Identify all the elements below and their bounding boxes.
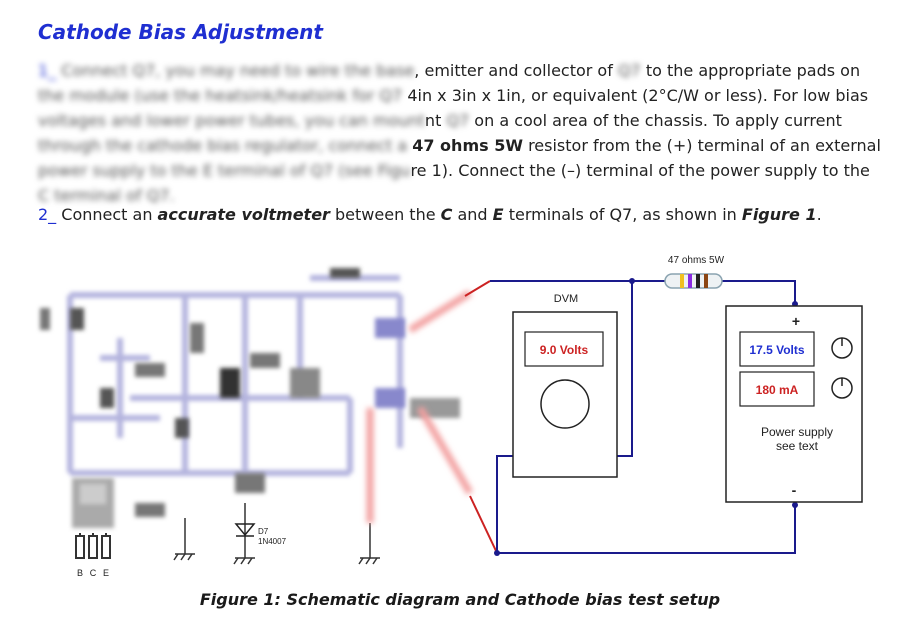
page-title: Cathode Bias Adjustment: [38, 20, 323, 44]
figure-caption: Figure 1: Schematic diagram and Cathode …: [199, 590, 721, 609]
blurred-text: Connect Q7, you may need to wire the bas…: [61, 61, 415, 80]
psu-label: Power supply: [761, 425, 833, 439]
step-1-text: re 1). Connect the (–) terminal of the p…: [410, 161, 870, 180]
step-1-paragraph: 1_ Connect Q7, you may need to wire the …: [38, 58, 900, 208]
blurred-text: Q7: [617, 61, 641, 80]
pin-label-e: E: [103, 568, 109, 578]
step-1-text: to the appropriate pads on: [640, 61, 861, 80]
terminal-e: E: [492, 205, 504, 224]
blurred-schematic: [67, 275, 403, 476]
power-supply: + 17.5 Volts 180 mA Power supply see tex…: [725, 305, 863, 503]
step-1-text: 4in x 3in x 1in, or equivalent (2°C/W or…: [407, 86, 869, 105]
ground-symbols: [173, 503, 380, 565]
dvm-meter: DVM 9.0 Volts: [512, 293, 618, 478]
diode-name: D7: [258, 527, 269, 536]
pink-highlights: [366, 290, 474, 523]
dvm-reading: 9.0 Volts: [540, 343, 589, 357]
pin-label-b: B: [77, 568, 83, 578]
step-2-text: terminals of Q7, as shown in: [503, 205, 742, 224]
blurred-text: Q7: [446, 111, 470, 130]
diode-d7: D7 1N4007: [234, 523, 287, 546]
terminal-c: C: [440, 205, 453, 224]
blurred-text: C terminal of Q7.: [38, 186, 175, 205]
blurred-text: through the cathode bias regulator, conn…: [38, 136, 408, 155]
minus-terminal: -: [792, 482, 797, 498]
dvm-label: DVM: [554, 293, 578, 305]
plus-terminal: +: [792, 313, 800, 329]
step-2-paragraph: 2_ Connect an accurate voltmeter between…: [38, 205, 822, 224]
resistor-47-ohms: 47 ohms 5W: [664, 255, 725, 289]
step-1-text: on a cool area of the chassis. To apply …: [469, 111, 842, 130]
step-2-text: Connect an: [56, 205, 158, 224]
blurred-text: voltages and lower power tubes, you can …: [38, 111, 425, 130]
step-2-text: and: [452, 205, 493, 224]
voltmeter-emphasis: accurate voltmeter: [157, 205, 330, 224]
psu-voltage: 17.5 Volts: [749, 343, 804, 357]
transistor-package: B C E: [72, 478, 114, 578]
red-wires: [464, 280, 498, 554]
blurred-text: power supply to the E terminal of Q7 (se…: [38, 161, 411, 180]
step-1-number: 1_: [38, 61, 57, 80]
figure-reference: Figure 1: [741, 205, 817, 224]
step-2-text: .: [816, 205, 822, 224]
step-2-text: between the: [329, 205, 441, 224]
resistor-spec: 47 ohms 5W: [412, 136, 523, 155]
step-2-number: 2_: [38, 205, 57, 224]
psu-current: 180 mA: [756, 383, 799, 397]
figure-1-diagram: B C E D7 1N4007: [40, 255, 863, 578]
dvm-dial: [540, 379, 590, 429]
step-1-text: nt: [424, 111, 442, 130]
psu-label-sub: see text: [776, 439, 819, 453]
step-1-text: resistor from the (+) terminal of an ext…: [522, 136, 881, 155]
blurred-text: the module (use the heatsink/heatsink fo…: [38, 86, 403, 105]
pin-label-c: C: [90, 568, 97, 578]
step-1-text: , emitter and collector of: [414, 61, 613, 80]
resistor-label: 47 ohms 5W: [668, 255, 725, 266]
diode-part: 1N4007: [258, 537, 287, 546]
